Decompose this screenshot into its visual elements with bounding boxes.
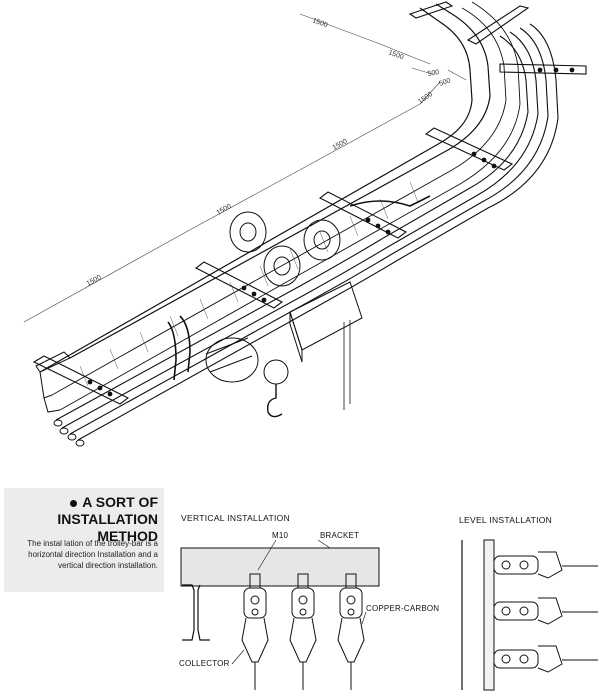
collector-assembly-1: [241, 573, 269, 690]
dim-label: 1500: [417, 91, 434, 106]
dim-label: 1500: [86, 274, 103, 288]
ibeam-section: [182, 584, 195, 641]
ibeam-bottom: [59, 1, 521, 411]
dim-label: 500: [427, 69, 440, 78]
cables: [167, 195, 431, 381]
vertical-installation-diagram: [180, 539, 380, 690]
installation-method-box: A SORT OF INSTALLATION METHOD The instal…: [4, 488, 164, 592]
level-installation-title: LEVEL INSTALLATION: [459, 515, 553, 525]
bracket-beam: [180, 547, 380, 587]
bar-ends: [53, 419, 85, 447]
heading-line-1: A SORT OF: [82, 494, 158, 510]
collector-assembly-3: [337, 573, 365, 690]
dim-label: 1500: [216, 203, 233, 217]
dim-label: 1500: [387, 49, 404, 61]
ibeam-end: [35, 351, 71, 413]
vertical-labels: M10 BRACKET COPPER-CARBON COLLECTOR: [179, 531, 439, 668]
bullet-icon: [70, 499, 78, 507]
ibeam-inner-edge: [69, 3, 491, 359]
dimension-lines: [23, 13, 467, 323]
collector-label: COLLECTOR: [179, 659, 230, 668]
vertical-installation-title: VERTICAL INSTALLATION: [181, 513, 290, 523]
ibeam-web: [51, 7, 507, 396]
level-collector-1: [493, 551, 598, 579]
hook-icon: [266, 384, 283, 418]
trolley-system-drawing: [23, 1, 587, 447]
bracket-label: BRACKET: [320, 531, 359, 540]
support-post: [483, 539, 495, 691]
bracket-bolts: [87, 67, 575, 397]
trolley-bars: [55, 23, 559, 441]
dim-label: 500: [438, 77, 451, 88]
method-heading: A SORT OF INSTALLATION METHOD: [4, 494, 158, 545]
level-installation-diagram: [461, 539, 598, 691]
level-collector-3: [493, 645, 598, 673]
ibeam-outer-edge: [39, 7, 473, 373]
collector-assembly-2: [289, 573, 317, 690]
method-description: The instal lation of the trolley-bar is …: [27, 539, 158, 570]
copper-carbon-label: COPPER-CARBON: [366, 604, 439, 613]
dim-label: 1500: [332, 138, 349, 152]
hoist-unit: [205, 211, 363, 418]
brackets: [32, 1, 587, 405]
m10-label: M10: [272, 531, 289, 540]
level-collector-2: [493, 597, 598, 625]
web-shading: [79, 181, 419, 387]
heading-line-2: INSTALLATION METHOD: [57, 511, 158, 544]
dimension-labels: 1500 1500 1500 1500 1500 1500 500 500: [86, 17, 452, 287]
dim-label: 1500: [311, 17, 328, 29]
